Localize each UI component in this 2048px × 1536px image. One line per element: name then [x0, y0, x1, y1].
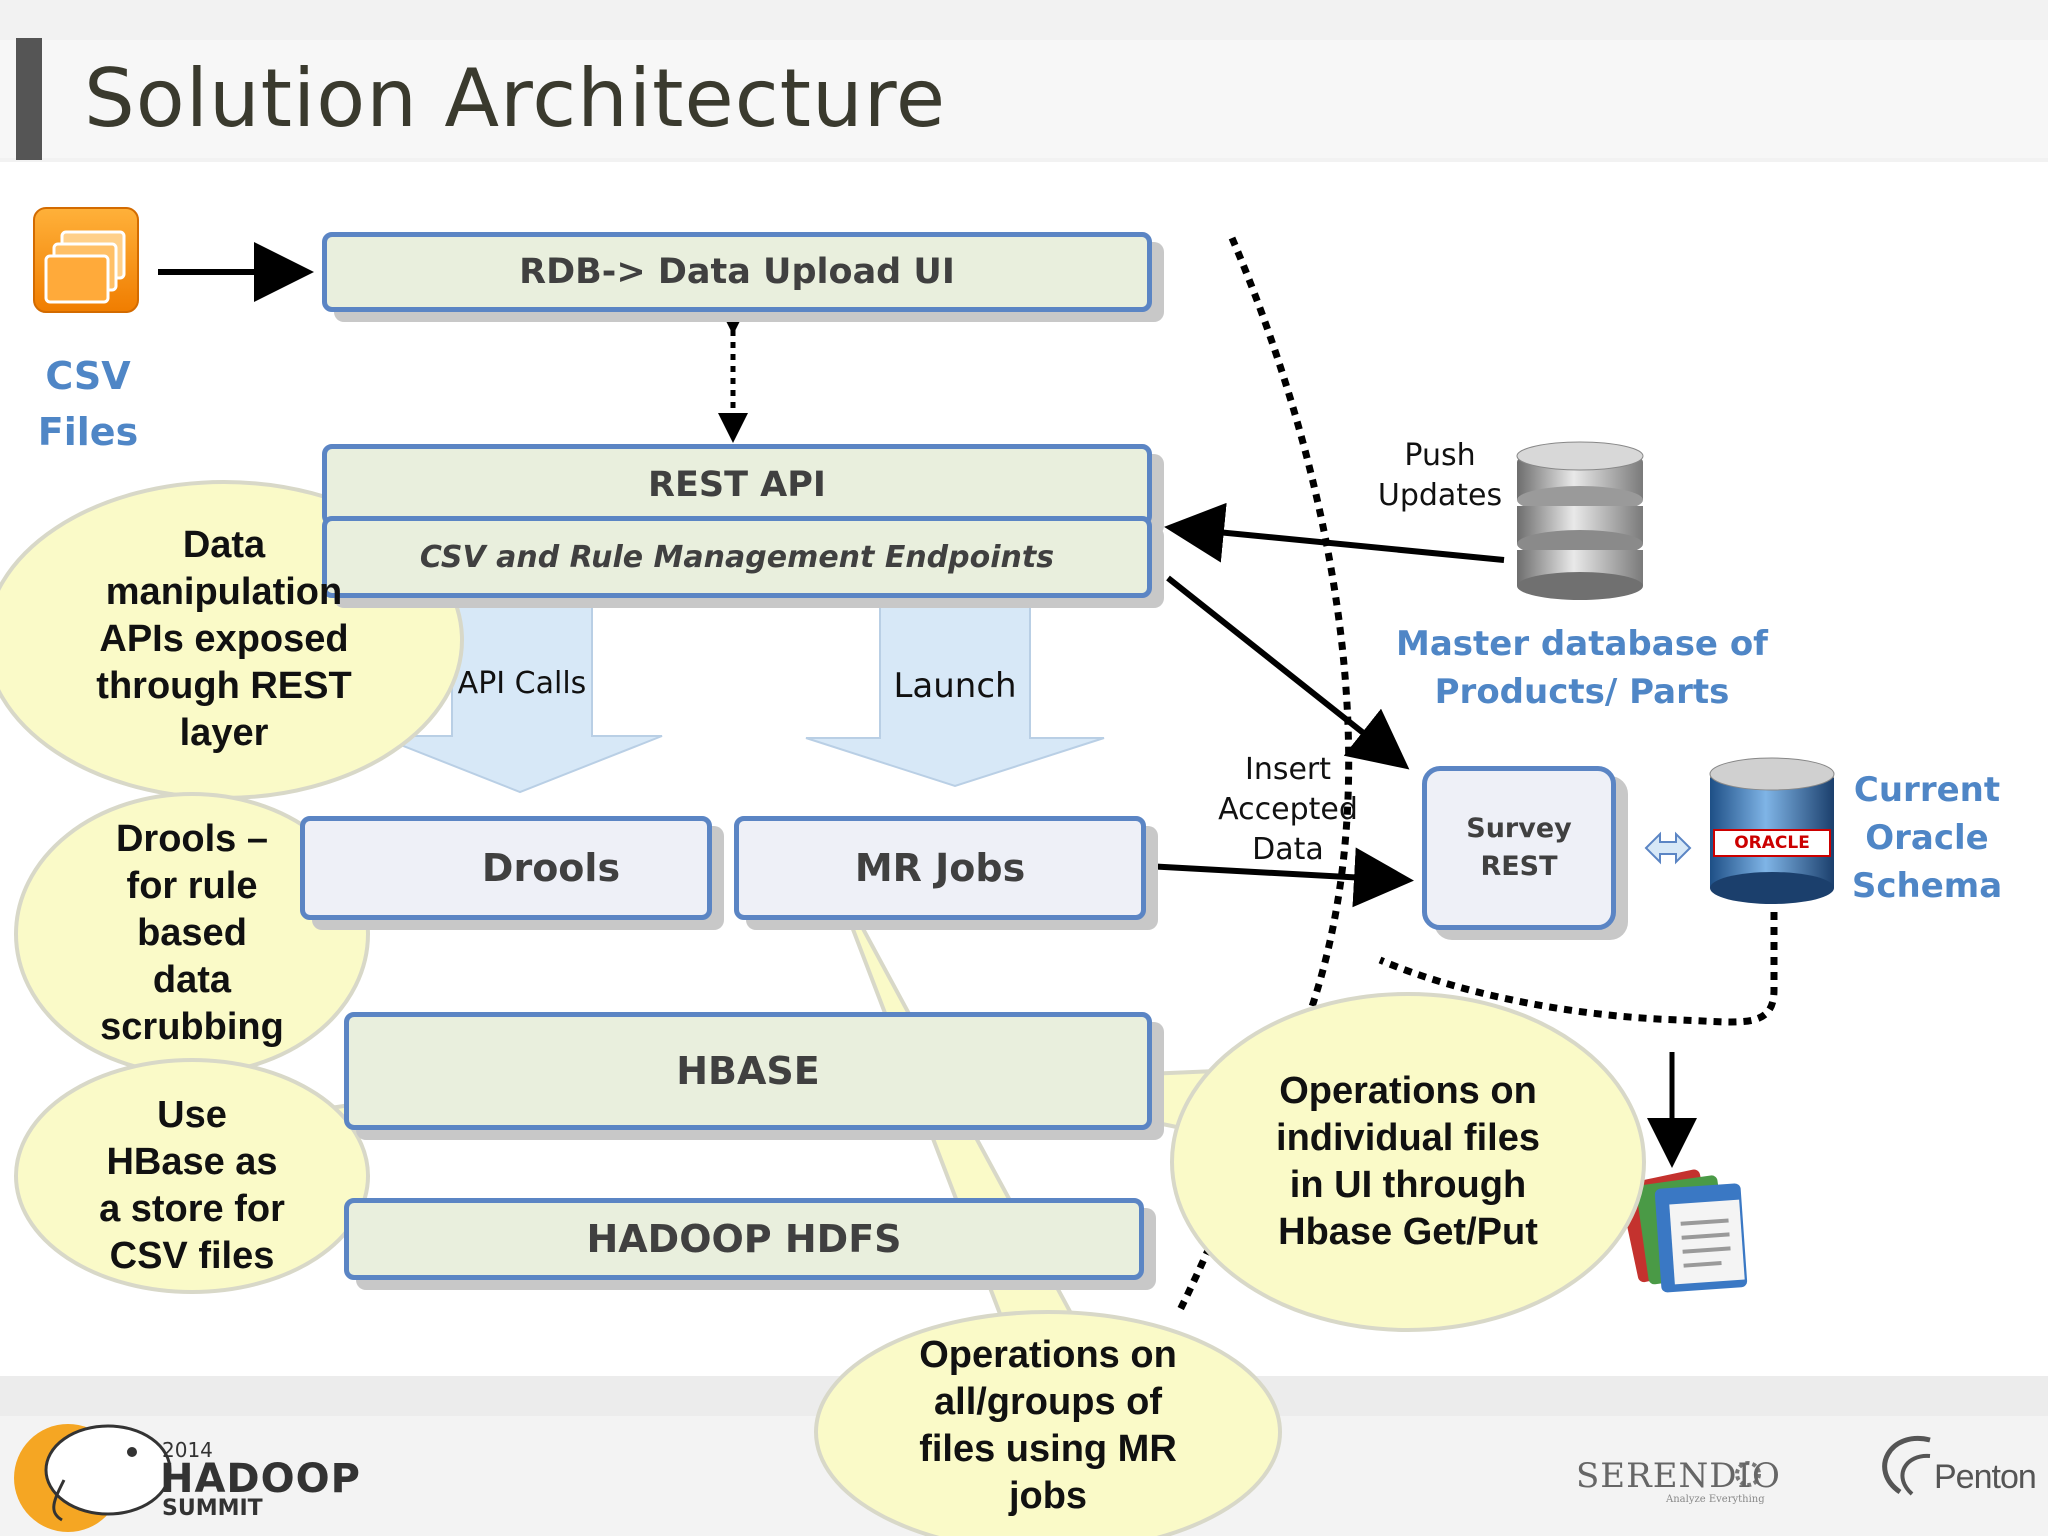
launch-label: Launch: [893, 666, 1017, 706]
penton-logo-icon: [1882, 1436, 1931, 1496]
push-updates-arrow: [1164, 502, 1505, 563]
oracle-export-dotted-line: [1378, 912, 1778, 1026]
callout-hbase-store-text: Use HBase as a store for CSV files: [52, 1092, 332, 1280]
oracle-database-icon: [1709, 757, 1835, 904]
callout-hbase-store-bubble: [14, 1058, 370, 1294]
oracle-badge: ORACLE: [1734, 833, 1810, 853]
callout-line: Operations on: [1279, 1070, 1537, 1112]
callout-line: jobs: [1008, 1475, 1088, 1517]
api-calls-block-arrow: [377, 595, 663, 794]
current-oracle-line-2: Oracle: [1865, 818, 1989, 858]
callout-line: Hbase Get/Put: [1278, 1211, 1538, 1253]
current-oracle-line-1: Current: [1853, 770, 2001, 810]
callout-drools-text: Drools – for rule based data scrubbing: [52, 816, 332, 1051]
master-db-line-2: Products/ Parts: [1434, 672, 1730, 712]
csv-files-label: CSV Files: [30, 348, 146, 460]
hadoop-summit-wordmark: HADOOP: [160, 1456, 361, 1502]
hdfs-box: HADOOP HDFS: [344, 1198, 1144, 1280]
master-db-line-1: Master database of: [1396, 624, 1768, 664]
callout-line: CSV files: [109, 1235, 275, 1277]
callout-line: a store for: [99, 1188, 285, 1230]
callout-line: based: [137, 912, 247, 954]
callout-line: manipulation: [105, 571, 343, 613]
upload-ui-box: RDB-> Data Upload UI: [322, 232, 1152, 312]
callout-line: files using MR: [919, 1428, 1177, 1470]
callout-line: layer: [179, 712, 269, 754]
hadoop-summit-logo: [14, 1424, 172, 1532]
insert-data-arrow: [1145, 847, 1414, 908]
insert-line-1: Insert: [1244, 752, 1332, 787]
csv-files-icon: [33, 207, 139, 313]
callout-line: Data: [182, 524, 266, 566]
current-oracle-label: Current Oracle Schema: [1840, 766, 2014, 910]
callout-line: APIs exposed: [99, 618, 349, 660]
bidirectional-arrow-icon: [1644, 831, 1692, 865]
penton-logo: Penton: [1934, 1458, 2037, 1496]
mr-jobs-box: MR Jobs: [734, 816, 1146, 920]
endpoints-box: CSV and Rule Management Endpoints: [322, 516, 1152, 598]
survey-rest-line-1: Survey: [1466, 813, 1572, 844]
hdfs-label: HADOOP HDFS: [586, 1217, 902, 1261]
callout-line: all/groups of: [934, 1381, 1162, 1423]
push-updates-line-2: Updates: [1377, 478, 1503, 513]
serendio-logo: SERENDIO: [1576, 1456, 1781, 1496]
csv-label-line-2: Files: [37, 410, 139, 454]
hbase-box: HBASE: [344, 1012, 1152, 1130]
push-updates-label: Push Updates: [1360, 436, 1520, 516]
callout-mr-ops-bubble: [814, 1310, 1282, 1536]
insert-line-3: Data: [1252, 832, 1324, 867]
documents-icon: [1619, 1169, 1748, 1293]
callout-line: through REST: [96, 665, 352, 707]
api-calls-label: API Calls: [457, 666, 587, 701]
survey-rest-line-2: REST: [1480, 851, 1558, 882]
callout-line: Drools –: [115, 818, 269, 860]
mr-jobs-label: MR Jobs: [854, 846, 1026, 890]
survey-rest-box: Survey REST: [1422, 766, 1616, 930]
callout-line: for rule: [126, 865, 258, 907]
hadoop-summit-subword: SUMMIT: [162, 1496, 263, 1521]
callout-line: scrubbing: [100, 1006, 284, 1048]
hbase-label: HBASE: [676, 1049, 820, 1093]
serendio-gear-icon: [1735, 1461, 1761, 1487]
insert-line-2: Accepted: [1218, 792, 1358, 827]
upload-ui-label: RDB-> Data Upload UI: [519, 252, 955, 292]
rest-api-label: REST API: [648, 465, 826, 505]
master-db-label: Master database of Products/ Parts: [1390, 620, 1774, 716]
callout-rest-layer-text: Data manipulation APIs exposed through R…: [40, 522, 408, 757]
header-inner: [0, 40, 2048, 158]
slide-title: Solution Architecture: [84, 52, 947, 145]
callout-line: Operations on: [919, 1334, 1177, 1376]
endpoints-to-survey-arrow: [1166, 575, 1410, 770]
callout-line: data: [152, 959, 232, 1001]
push-updates-line-1: Push: [1404, 438, 1476, 473]
callout-hbase-ops-bubble: [1170, 992, 1646, 1332]
insert-data-label: Insert Accepted Data: [1210, 750, 1366, 870]
endpoints-label: CSV and Rule Management Endpoints: [419, 539, 1055, 575]
callout-line: in UI through: [1289, 1164, 1527, 1206]
callout-line: individual files: [1276, 1117, 1540, 1159]
callout-mr-ops-text: Operations on all/groups of files using …: [844, 1332, 1252, 1520]
title-accent-bar: [16, 38, 42, 160]
callout-line: HBase as: [106, 1141, 278, 1183]
current-oracle-line-3: Schema: [1851, 866, 2003, 906]
rest-api-box: REST API: [322, 444, 1152, 526]
callout-line: Use: [157, 1094, 227, 1136]
launch-block-arrow: [805, 601, 1105, 788]
callout-hbase-ops-text: Operations on individual files in UI thr…: [1204, 1068, 1612, 1256]
drools-label: Drools: [481, 846, 621, 890]
serendio-tagline: Analyze Everything: [1666, 1494, 1765, 1505]
master-database-icon: [1516, 441, 1644, 600]
hadoop-summit-year: 2014: [162, 1438, 213, 1462]
drools-box: Drools: [300, 816, 712, 920]
csv-label-line-1: CSV: [45, 354, 131, 398]
